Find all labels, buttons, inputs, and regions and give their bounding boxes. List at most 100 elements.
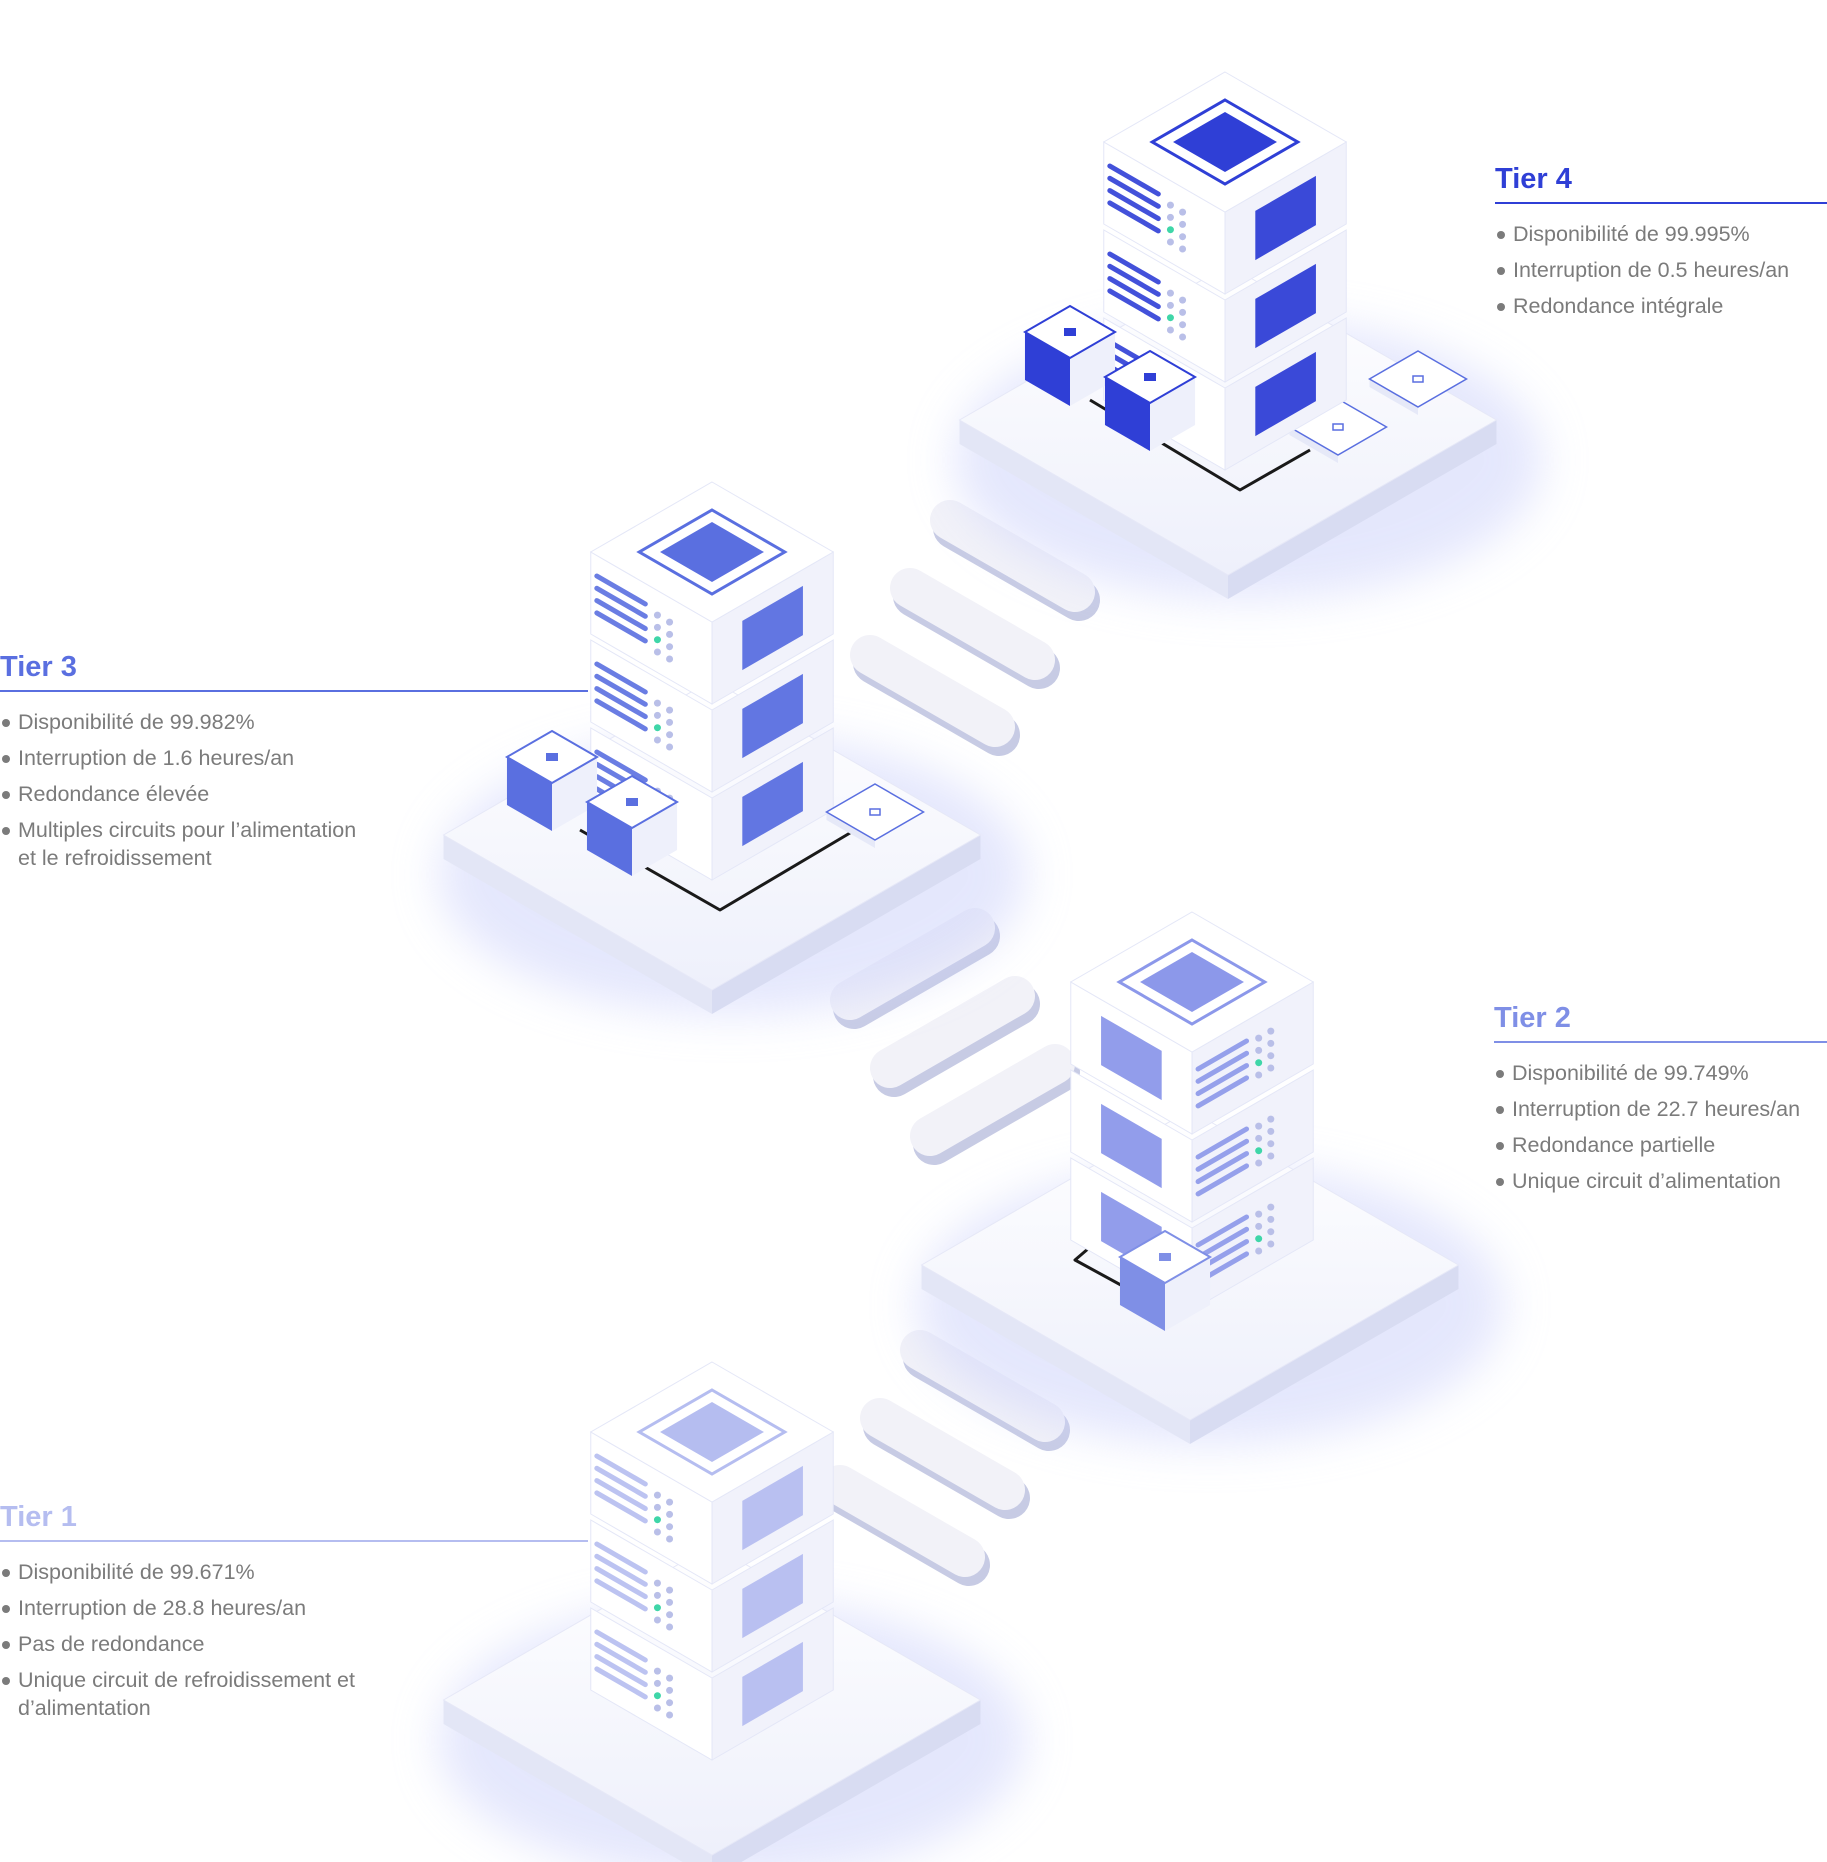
tier-4-divider: [1495, 202, 1827, 204]
tier-2-divider: [1494, 1041, 1827, 1043]
connector-bar-tier3-tier2: [910, 1044, 1080, 1165]
tier-2-features: Disponibilité de 99.749% Interruption de…: [1494, 1059, 1827, 1195]
server-led: [1166, 238, 1174, 246]
connector-bar: [850, 635, 1015, 747]
server-led: [653, 1528, 661, 1536]
server-top-frame: [1149, 98, 1301, 186]
server-led: [1255, 1222, 1263, 1230]
server-vent-line: [1107, 263, 1161, 297]
server-display-panel: [742, 761, 803, 847]
server-led: [653, 1616, 661, 1624]
cube-chip: [546, 753, 558, 761]
server-vent-line: [1107, 200, 1161, 234]
server-vent-line: [1195, 1126, 1250, 1160]
server-display-panel: [1255, 263, 1316, 349]
server-vent-line: [594, 749, 648, 783]
server-led: [666, 1586, 674, 1594]
tier-3-feature: Interruption de 1.6 heures/an: [0, 744, 380, 772]
platform-side: [443, 1700, 712, 1862]
server-led: [1179, 245, 1187, 253]
tier-2-feature: Disponibilité de 99.749%: [1494, 1059, 1827, 1087]
server-led: [666, 643, 674, 651]
connector-bar-tier3-tier2: [870, 976, 1040, 1097]
tier-1-feature: Disponibilité de 99.671%: [0, 1558, 380, 1586]
server-led: [1267, 1152, 1275, 1160]
server-top-chip: [660, 1402, 764, 1462]
cube-face: [506, 757, 552, 831]
server-led: [653, 1491, 661, 1499]
tier-4-module-tile: [1368, 350, 1468, 415]
tier-1-panel: Tier 1 Disponibilité de 99.671% Interrup…: [0, 1500, 588, 1730]
server-led: [666, 618, 674, 626]
connector-bar-tier4-tier3: [850, 635, 1020, 756]
tier-1-feature: Interruption de 28.8 heures/an: [0, 1594, 380, 1622]
server-vent-line: [1195, 1214, 1250, 1248]
server-led: [1166, 213, 1174, 221]
tier-3-module-cube: [584, 774, 680, 876]
server-display-panel: [1255, 351, 1316, 437]
server-vent-line: [594, 1641, 648, 1675]
server-vent-line: [594, 1566, 648, 1600]
tier-3-title: Tier 3: [0, 651, 77, 683]
platform-side: [959, 420, 1228, 599]
server-vent-line: [1107, 251, 1161, 285]
tile-chip: [1332, 423, 1344, 431]
connector-bar-tier2-tier1: [820, 1465, 990, 1586]
server-vent-line: [1195, 1075, 1250, 1109]
server-top-frame: [636, 508, 788, 596]
server-vent-line: [594, 673, 648, 707]
tier-2-module-cube: [1117, 1229, 1213, 1331]
server-led: [1166, 289, 1174, 297]
server-led: [1255, 1134, 1263, 1142]
server-vent-line: [1107, 163, 1161, 197]
server-led: [1255, 1071, 1263, 1079]
server-led: [1267, 1115, 1275, 1123]
server-led: [1267, 1027, 1275, 1035]
tier-2-feature: Redondance partielle: [1494, 1131, 1827, 1159]
cube-face: [552, 757, 598, 831]
server-display-panel: [742, 1641, 803, 1727]
server-led: [1179, 321, 1187, 329]
tier-3-module-cube: [504, 729, 600, 831]
server-top-chip: [1173, 112, 1277, 172]
server-led: [666, 1711, 674, 1719]
server-led: [1267, 1039, 1275, 1047]
server-led: [666, 1598, 674, 1606]
server-unit-face: [1191, 1069, 1314, 1223]
tier-3-feature: Multiples circuits pour l’alimentation e…: [0, 816, 380, 872]
server-vent-line: [1195, 1163, 1250, 1197]
server-led: [666, 1523, 674, 1531]
server-vent-line: [594, 686, 648, 720]
connector-bar: [930, 500, 1095, 612]
server-led: [1166, 226, 1174, 234]
server-display-panel: [742, 673, 803, 759]
server-led: [666, 718, 674, 726]
server-led: [1255, 1046, 1263, 1054]
server-led: [653, 1704, 661, 1712]
server-led: [666, 706, 674, 714]
tier-4-panel: Tier 4 Disponibilité de 99.995% Interrup…: [1495, 162, 1827, 328]
platform-side: [1190, 1265, 1459, 1444]
tier-4-features: Disponibilité de 99.995% Interruption de…: [1495, 220, 1827, 320]
cube-face: [1104, 377, 1150, 451]
server-vent-line: [594, 1541, 648, 1575]
tier-4-server-tower: [1102, 71, 1348, 471]
tier-2-server-tower: [1069, 911, 1315, 1311]
tier-4-module-cube: [1022, 304, 1118, 406]
server-vent-line: [1107, 288, 1161, 322]
server-vent-line: [594, 598, 648, 632]
tier-4-feature: Interruption de 0.5 heures/an: [1495, 256, 1827, 284]
server-led: [1255, 1159, 1263, 1167]
tier-3-feature: Redondance élevée: [0, 780, 380, 808]
server-led: [1267, 1228, 1275, 1236]
server-led: [653, 648, 661, 656]
server-vent-line: [1195, 1038, 1250, 1072]
tier-2-panel: Tier 2 Disponibilité de 99.749% Interrup…: [1494, 1001, 1827, 1203]
tier-3-server-tower: [589, 481, 835, 881]
server-vent-line: [594, 1578, 648, 1612]
server-led: [653, 1604, 661, 1612]
cube-chip: [1159, 1253, 1171, 1261]
server-vent-line: [594, 585, 648, 619]
server-led: [666, 1611, 674, 1619]
server-vent-line: [1107, 175, 1161, 209]
